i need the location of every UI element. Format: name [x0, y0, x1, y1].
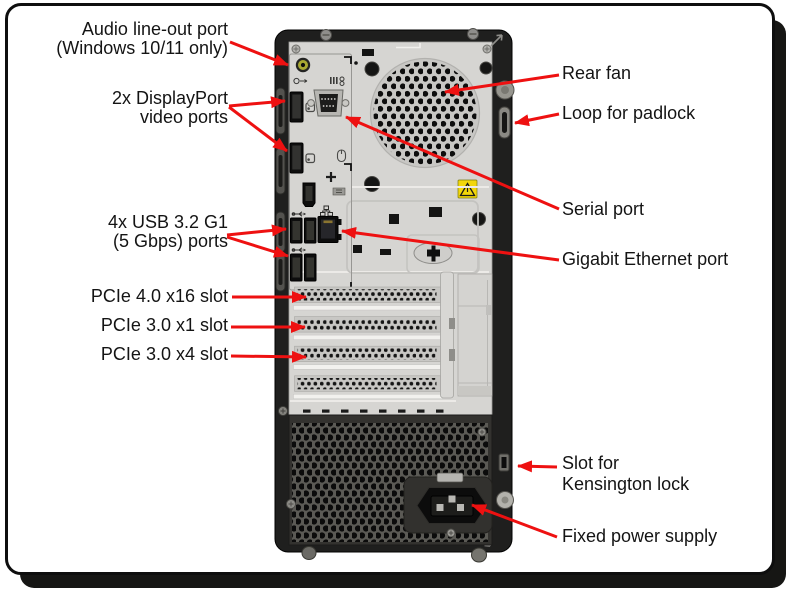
top-rail-screws	[320, 28, 479, 41]
label-line: Fixed power supply	[562, 526, 718, 546]
pcie-x1-slot-cover	[293, 316, 443, 340]
label-line: 2x DisplayPort	[111, 88, 228, 108]
label-loop-for-padlock: Loop for padlock	[562, 103, 695, 124]
mouse-icon	[336, 149, 347, 163]
label-displayport-video-ports: 2x DisplayPort video ports	[112, 89, 228, 127]
arrow-kensington	[517, 460, 558, 473]
arrow-serial-port	[345, 115, 560, 211]
ethernet-port	[317, 216, 342, 243]
pcie-x4-slot-cover	[293, 345, 443, 370]
label-pcie-x16-slot: PCIe 4.0 x16 slot	[91, 287, 228, 306]
label-line: Slot for	[562, 453, 620, 473]
label-line: video ports	[139, 107, 228, 127]
label-usb-ports: 4x USB 3.2 G1 (5 Gbps) ports	[108, 213, 228, 251]
label-rear-fan: Rear fan	[562, 63, 631, 84]
label-line: PCIe 3.0 x4 slot	[100, 344, 228, 364]
label-line: Audio line-out port	[81, 19, 228, 39]
arrow-rear-fan	[444, 73, 560, 96]
panel-screws	[291, 44, 492, 54]
arrow-displayport-2	[228, 105, 288, 153]
spare-slot-cover	[293, 375, 443, 399]
usb-ports-row1	[290, 217, 317, 244]
arrow-usb-row2	[226, 235, 289, 258]
warning-sticker	[457, 179, 478, 199]
label-line: 4x USB 3.2 G1	[107, 212, 228, 232]
displayport-1	[289, 91, 304, 123]
label-pcie-x4-slot: PCIe 3.0 x4 slot	[101, 345, 228, 364]
arrow-padlock-loop	[514, 112, 560, 127]
power-inlet-c14	[416, 487, 488, 524]
psu-screws	[286, 427, 487, 538]
arrow-usb-row1	[226, 224, 287, 237]
displayport-2	[289, 142, 304, 174]
label-line: (5 Gbps) ports	[112, 231, 228, 251]
hdmi-port	[302, 182, 316, 207]
label-line: Rear fan	[562, 63, 632, 83]
arrow-pcie-x4	[230, 350, 307, 363]
label-line: (Windows 10/11 only)	[56, 38, 228, 58]
top-right-corner-arrow-mark	[490, 34, 503, 47]
arrow-power-supply	[471, 503, 558, 539]
callout-arrows	[226, 40, 560, 539]
arrow-displayport-1	[228, 96, 286, 109]
line-out-icon	[293, 77, 308, 85]
card-retention-bracket	[440, 271, 493, 399]
case-feet	[301, 546, 487, 563]
serial-port-icon	[330, 76, 345, 86]
usb-ports-row2	[290, 253, 317, 282]
label-audio-line-out-port: Audio line-out port (Windows 10/11 only)	[56, 20, 228, 58]
panel-seams	[290, 186, 489, 402]
pcie-x16-slot-cover	[293, 286, 443, 311]
displayport-icon	[305, 153, 316, 164]
io-port-recess	[289, 53, 352, 291]
vent-dashes	[303, 409, 444, 413]
label-pcie-x1-slot: PCIe 3.0 x1 slot	[101, 316, 228, 335]
label-line: Loop for padlock	[562, 103, 696, 123]
usb-icon	[291, 247, 307, 253]
arrow-ethernet-port	[341, 226, 560, 262]
usb-icon	[291, 211, 307, 217]
fan-bracket-mark	[396, 43, 421, 49]
label-serial-port: Serial port	[562, 199, 644, 220]
label-slot-for-kensington-lock: Slot for Kensington lock	[562, 453, 689, 495]
tower-case	[274, 28, 515, 563]
panel-knockouts	[353, 49, 442, 255]
label-fixed-power-supply: Fixed power supply	[562, 526, 717, 547]
label-line: Kensington lock	[562, 474, 690, 494]
right-bezel-features	[495, 80, 515, 509]
pcie-slot-covers	[293, 286, 443, 399]
audio-line-out-jack	[295, 57, 311, 73]
kensington-lock-slot	[498, 453, 510, 472]
plus-mark	[326, 172, 336, 182]
label-line: Gigabit Ethernet port	[562, 249, 729, 269]
power-supply-area	[286, 414, 493, 546]
serial-port-connector	[307, 89, 350, 117]
arrow-audio-line-out	[229, 40, 289, 67]
label-gigabit-ethernet-port: Gigabit Ethernet port	[562, 249, 728, 270]
label-line: PCIe 3.0 x1 slot	[100, 315, 228, 335]
mini-vent	[332, 187, 346, 196]
label-line: PCIe 4.0 x16 slot	[90, 286, 228, 306]
label-line: Serial port	[562, 199, 645, 219]
padlock-loop	[498, 106, 511, 139]
